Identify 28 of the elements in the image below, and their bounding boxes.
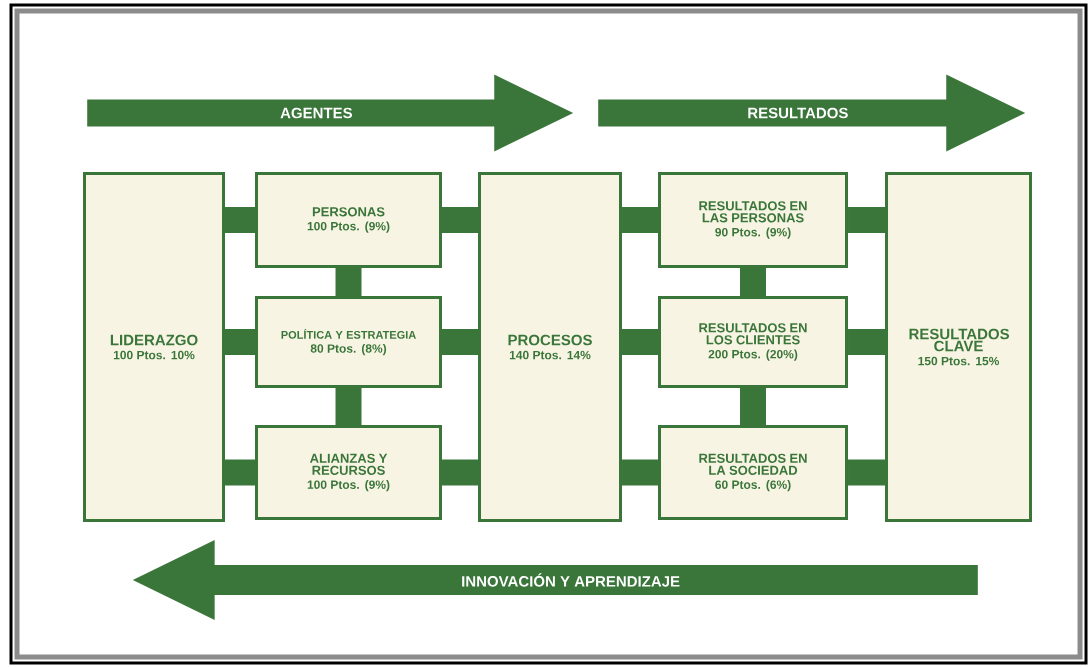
process-box: PERSONAS 100 Ptos. (9%) [255, 172, 442, 268]
connector-bar [848, 329, 885, 355]
connector-bar [225, 329, 255, 355]
connector-bar [225, 459, 255, 486]
connector-bar [335, 388, 362, 425]
connector-bar [622, 459, 658, 486]
connector-bar [740, 388, 766, 425]
arrow-banner: AGENTES [87, 74, 574, 152]
connector-bar [622, 207, 658, 233]
connector-bar [335, 268, 362, 296]
process-box: ALIANZAS Y RECURSOS 100 Ptos. (9%) [255, 425, 442, 520]
arrow-banner: RESULTADOS [598, 74, 1026, 152]
connector-bar [848, 207, 885, 233]
process-box: RESULTADOS CLAVE 150 Ptos. 15% [885, 172, 1032, 522]
process-box: RESULTADOS EN LOS CLIENTES 200 Ptos. (20%) [658, 296, 848, 388]
connector-bar [848, 459, 885, 486]
process-box: RESULTADOS EN LA SOCIEDAD 60 Ptos. (6%) [658, 425, 848, 520]
process-box: LIDERAZGO 100 Ptos. 10% [83, 172, 225, 522]
arrow-banner: INNOVACIÓN Y APRENDIZAJE [132, 540, 978, 620]
connector-bar [442, 329, 478, 355]
process-box: PROCESOS 140 Ptos. 14% [478, 172, 622, 522]
connector-bar [740, 268, 766, 296]
connector-bar [442, 207, 478, 233]
process-box: RESULTADOS EN LAS PERSONAS 90 Ptos. (9%) [658, 172, 848, 268]
connector-bar [622, 329, 658, 355]
connector-bar [225, 207, 255, 233]
connector-bar [442, 459, 478, 486]
process-box: POLÍTICA Y ESTRATEGIA 80 Ptos. (8%) [255, 296, 442, 388]
